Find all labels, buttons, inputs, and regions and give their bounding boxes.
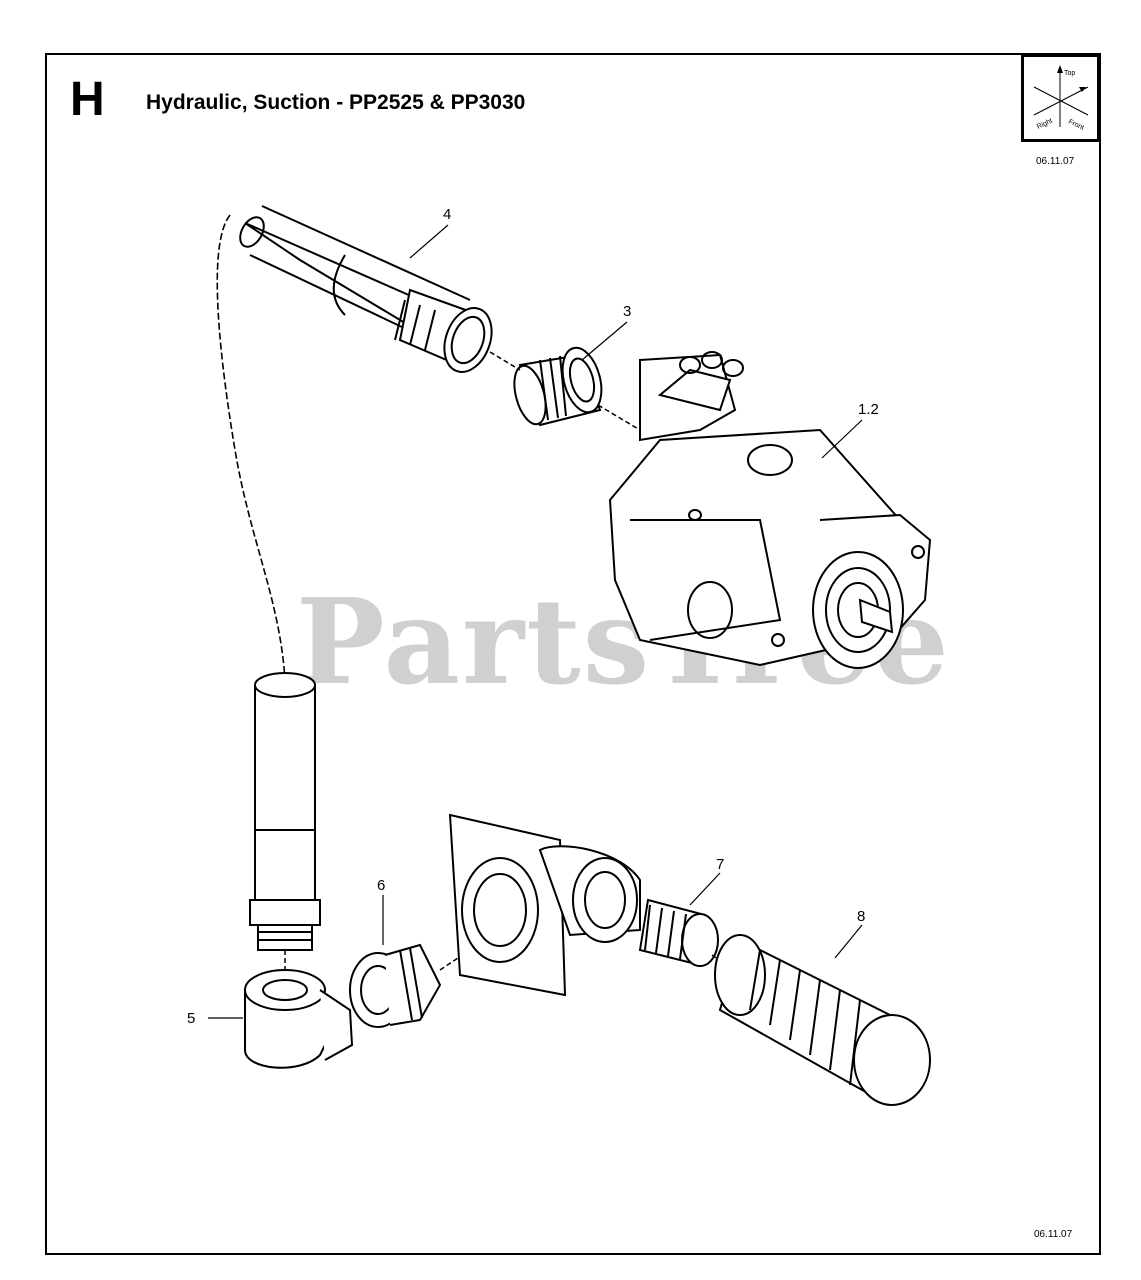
part-8-filter — [714, 934, 931, 1106]
part-6-bushing — [349, 943, 442, 1028]
orientation-icon: Top Right Front — [1021, 54, 1100, 142]
callout-5: 5 — [187, 1010, 196, 1027]
date-top: 06.11.07 — [1036, 156, 1075, 167]
section-letter: H — [70, 73, 105, 126]
callout-7: 7 — [716, 856, 725, 873]
part-4-hose — [239, 205, 493, 373]
tank-plate — [448, 813, 567, 997]
callout-8: 8 — [857, 908, 866, 925]
part-3-fitting — [513, 346, 603, 427]
callout-4: 4 — [443, 206, 452, 223]
orientation-label-top: Top — [1064, 70, 1075, 77]
tank-elbow — [538, 845, 641, 943]
part-7-nipple — [638, 898, 719, 967]
page-title: Hydraulic, Suction - PP2525 & PP3030 — [146, 91, 526, 114]
pipe-vertical — [249, 672, 321, 951]
part-1-2-pump — [608, 351, 932, 669]
callout-6: 6 — [377, 877, 386, 894]
part-5-elbow — [244, 969, 354, 1069]
callout-1-2: 1.2 — [858, 401, 879, 418]
date-bottom: 06.11.07 — [1034, 1229, 1073, 1240]
callout-3: 3 — [623, 303, 632, 320]
page-frame — [45, 53, 1101, 1255]
